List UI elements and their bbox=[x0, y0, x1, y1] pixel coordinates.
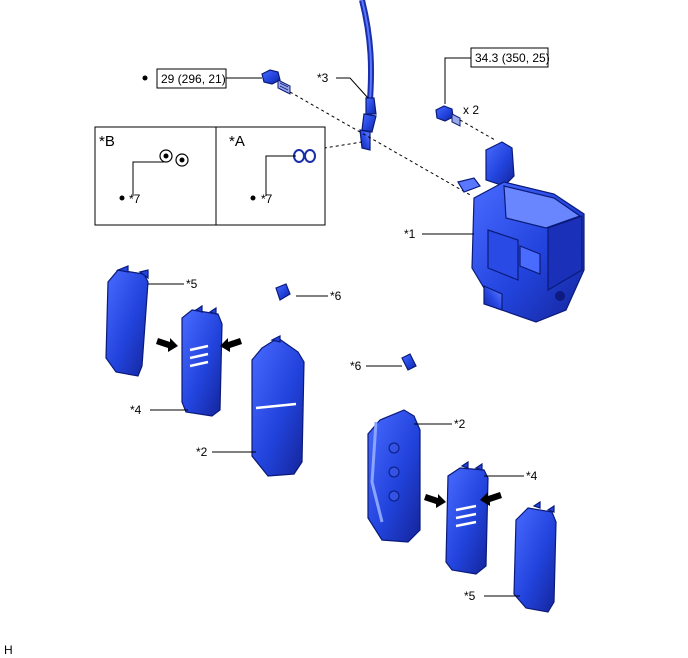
direction-arrow-icon bbox=[424, 492, 502, 508]
inset-panel-a-label: *A bbox=[229, 133, 245, 150]
brake-caliper bbox=[457, 141, 585, 323]
flexible-hose bbox=[359, 0, 377, 151]
non-reusable-dot-a bbox=[250, 195, 256, 201]
callout-clip-lower: *6 bbox=[350, 359, 362, 373]
torque-value-hose: 29 (296, 21) bbox=[161, 72, 226, 86]
callout-shim-upper: *4 bbox=[130, 403, 142, 417]
figure-code: H bbox=[4, 643, 13, 657]
callout-shim-lower: *4 bbox=[526, 469, 538, 483]
inner-shim-lower bbox=[513, 500, 557, 613]
anti-squeal-shim-lower bbox=[445, 460, 489, 575]
inset-panel-b-label: *B bbox=[99, 133, 115, 150]
callout-pad-lower: *2 bbox=[454, 417, 466, 431]
callout-pad-upper: *2 bbox=[196, 445, 208, 459]
hose-bolt-torque-spec: 29 (296, 21) bbox=[142, 68, 262, 89]
callout-clip-upper: *6 bbox=[330, 289, 342, 303]
brake-pad-lower bbox=[367, 409, 421, 543]
callout-inner-shim-upper: *5 bbox=[186, 277, 198, 291]
gasket-pair-b-icon bbox=[159, 149, 189, 167]
anti-squeal-shim-upper bbox=[181, 304, 223, 417]
direction-arrow-icon bbox=[156, 338, 242, 352]
callout-gasket-a: *7 bbox=[261, 192, 273, 206]
callout-gasket-b: *7 bbox=[129, 192, 141, 206]
inner-shim-upper bbox=[105, 265, 149, 377]
union-bolt-icon bbox=[261, 69, 291, 95]
callout-inner-shim-lower: *5 bbox=[464, 589, 476, 603]
caliper-bolt-torque-spec: 34.3 (350, 25) x 2 bbox=[444, 47, 550, 117]
gasket-inset: *B *A *7 *7 bbox=[94, 126, 326, 226]
torque-value-caliper: 34.3 (350, 25) bbox=[475, 51, 550, 65]
clip-upper bbox=[275, 283, 291, 301]
non-reusable-dot bbox=[142, 75, 148, 81]
callout-hose: *3 bbox=[317, 71, 329, 85]
caliper-bolt-icon bbox=[435, 105, 461, 127]
non-reusable-dot-b bbox=[119, 195, 125, 201]
callout-caliper: *1 bbox=[404, 227, 416, 241]
bolt-quantity-label: x 2 bbox=[463, 103, 479, 117]
brake-pad-upper bbox=[251, 335, 305, 477]
clip-lower bbox=[401, 353, 417, 371]
